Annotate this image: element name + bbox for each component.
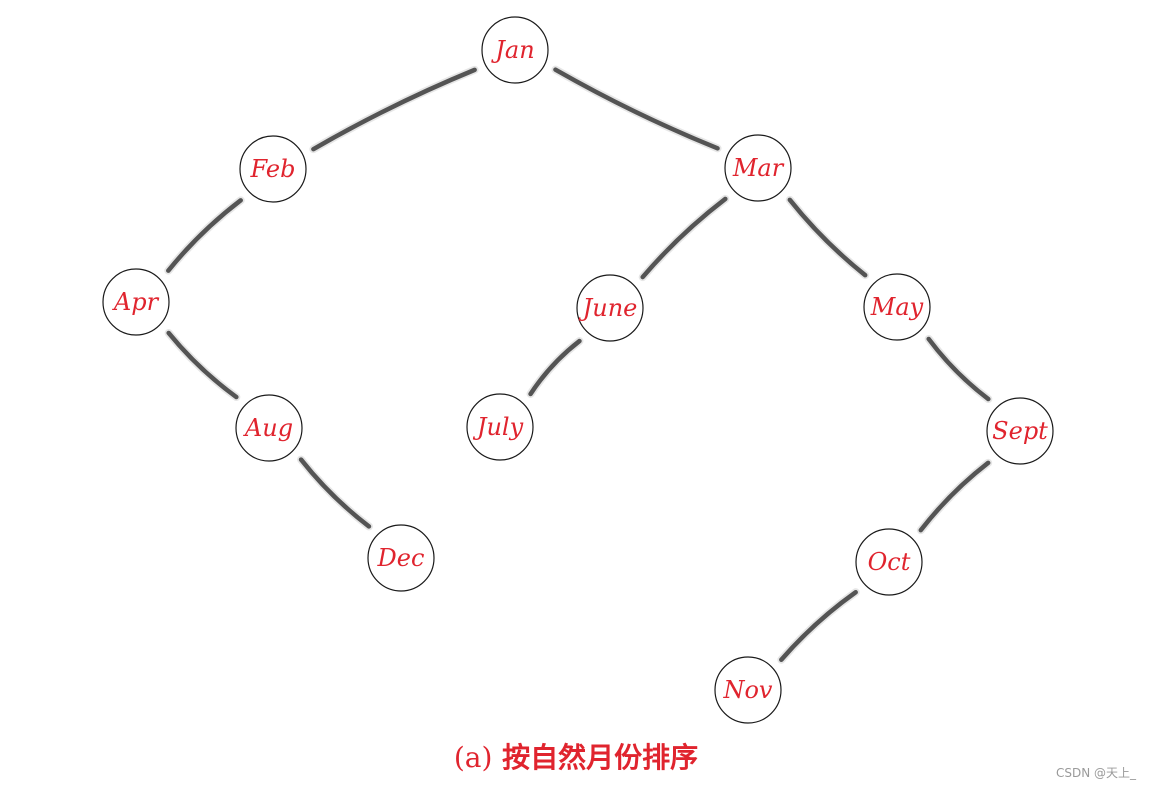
node-circle-mar	[724, 134, 792, 202]
node-label-apr: Apr	[112, 288, 160, 316]
node-circle-june	[576, 274, 644, 342]
node-circle-july	[466, 393, 534, 461]
edges-layer	[164, 65, 993, 664]
edge-sept-oct	[918, 460, 991, 533]
node-label-aug: Aug	[243, 414, 293, 442]
caption-text: 按自然月份排序	[502, 741, 699, 774]
edge-aug-dec	[298, 457, 372, 529]
node-circle-apr	[102, 268, 170, 336]
edge-mar-may	[787, 197, 868, 278]
node-circle-aug	[235, 394, 303, 462]
node-label-sept: Sept	[992, 417, 1048, 445]
node-label-nov: Nov	[722, 676, 772, 704]
node-apr: Apr	[102, 268, 170, 336]
diagram-caption: (a) 按自然月份排序	[0, 738, 1152, 778]
edge-may-sept	[926, 336, 991, 402]
watermark: CSDN @天上_	[1055, 766, 1136, 780]
node-circle-dec	[367, 524, 435, 592]
node-label-feb: Feb	[250, 155, 296, 183]
node-label-jan: Jan	[490, 36, 534, 64]
edge-apr-aug	[166, 330, 239, 400]
node-june: June	[576, 274, 644, 342]
node-label-dec: Dec	[377, 544, 425, 572]
node-label-june: June	[578, 294, 638, 322]
node-circle-feb	[239, 135, 307, 203]
node-mar: Mar	[724, 134, 792, 202]
node-may: May	[863, 273, 931, 341]
node-jan: Jan	[481, 16, 549, 84]
node-nov: Nov	[714, 656, 782, 724]
node-feb: Feb	[239, 135, 307, 203]
node-label-july: July	[472, 413, 524, 441]
node-label-may: May	[870, 293, 924, 321]
node-july: July	[466, 393, 534, 461]
caption-prefix: (a)	[453, 741, 493, 774]
edge-feb-apr	[166, 198, 243, 273]
node-circle-oct	[855, 528, 923, 596]
node-label-oct: Oct	[868, 548, 911, 576]
edge-mar-june	[640, 196, 728, 280]
node-circle-jan	[481, 16, 549, 84]
node-aug: Aug	[235, 394, 303, 462]
node-oct: Oct	[855, 528, 923, 596]
node-label-mar: Mar	[732, 154, 785, 182]
node-circle-nov	[714, 656, 782, 724]
node-sept: Sept	[986, 397, 1054, 465]
node-dec: Dec	[367, 524, 435, 592]
node-circle-may	[863, 273, 931, 341]
edge-jan-mar	[553, 67, 720, 151]
edge-jan-feb	[311, 67, 477, 152]
edge-oct-nov	[779, 589, 858, 663]
node-circle-sept	[986, 397, 1054, 465]
edge-june-july	[528, 338, 582, 397]
